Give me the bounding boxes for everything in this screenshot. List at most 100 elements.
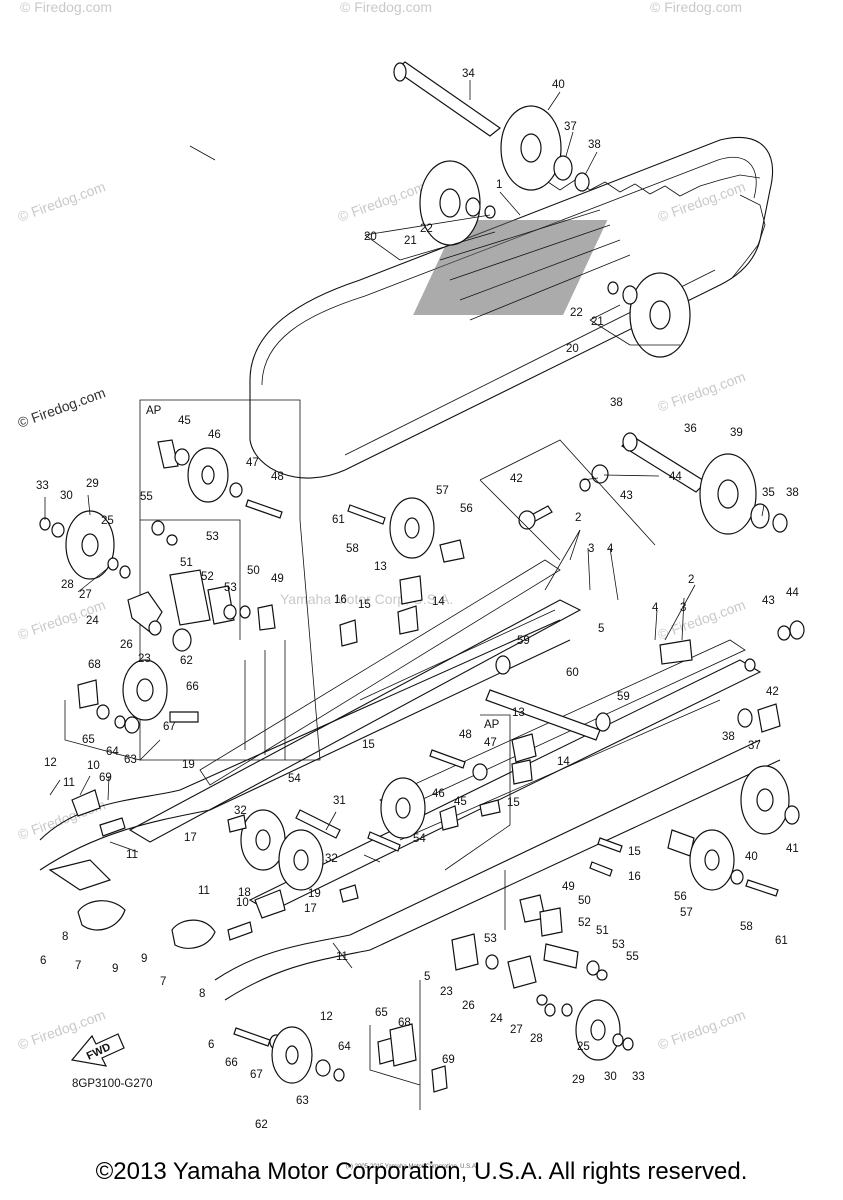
part-number-label: 46 (432, 788, 445, 800)
part-number-label: 17 (184, 832, 197, 844)
part-number-label: 64 (338, 1041, 351, 1053)
part-number-label: 10 (236, 897, 249, 909)
part-number-label: 51 (596, 925, 609, 937)
part-number-label: 52 (201, 571, 214, 583)
ap-label: AP (484, 719, 500, 731)
part-number-label: 24 (490, 1013, 503, 1025)
part-number-label: 15 (362, 739, 375, 751)
part-number-label: 57 (436, 485, 449, 497)
part-number-label: 5 (424, 971, 430, 983)
part-number-label: 22 (420, 223, 433, 235)
part-number-label: 41 (786, 843, 799, 855)
part-number-label: 22 (570, 307, 583, 319)
part-number-label: 13 (374, 561, 387, 573)
part-number-label: 38 (588, 139, 601, 151)
part-number-label: 65 (375, 1007, 388, 1019)
part-number-label: 28 (530, 1033, 543, 1045)
leader-lines (44, 80, 765, 969)
part-number-label: 67 (163, 721, 176, 733)
part-number-label: 44 (669, 471, 682, 483)
part-number-label: 38 (722, 731, 735, 743)
part-number-label: 11 (63, 777, 75, 789)
part-number-label: 66 (225, 1057, 238, 1069)
part-number-label: 4 (652, 602, 659, 614)
watermark: © Firedog.com (656, 368, 748, 415)
right-parts (419, 620, 805, 1110)
part-number-label: 30 (60, 490, 73, 502)
part-number-label: 19 (182, 759, 195, 771)
watermark: © Firedog.com (650, 0, 742, 15)
part-number-label: 36 (684, 423, 697, 435)
part-number-label: 9 (112, 963, 118, 975)
ap-label: AP (146, 405, 162, 417)
part-number-label: 48 (271, 471, 284, 483)
part-number-label: 45 (178, 415, 191, 427)
part-number-label: 7 (75, 960, 81, 972)
watermark: © Firedog.com (20, 0, 112, 15)
part-number-label: 62 (180, 655, 193, 667)
part-number-label: 15 (507, 797, 520, 809)
part-number-label: 37 (748, 740, 761, 752)
part-number-label: 55 (626, 951, 639, 963)
part-number-label: 27 (79, 589, 92, 601)
part-number-label: 43 (620, 490, 633, 502)
part-number-label: 62 (255, 1119, 268, 1131)
part-number-label: 13 (512, 707, 525, 719)
part-number-label: 42 (510, 473, 523, 485)
middle-parts (151, 439, 611, 852)
part-number-label: 33 (632, 1071, 645, 1083)
part-number-label: 53 (224, 582, 237, 594)
part-number-label: 57 (680, 907, 693, 919)
fwd-arrow-icon: FWD (70, 1033, 125, 1067)
part-number-label: 15 (358, 599, 371, 611)
part-number-label: 33 (36, 480, 49, 492)
watermark: © Firedog.com (656, 596, 748, 643)
watermark: © Firedog.com (340, 0, 432, 15)
part-number-label: 6 (40, 955, 46, 967)
part-number-label: 43 (762, 595, 775, 607)
part-number-label: 25 (101, 515, 114, 527)
part-number-label: 20 (364, 231, 377, 243)
part-number-label: 14 (432, 596, 445, 608)
diagram-code: 8GP3100-G270 (72, 1078, 153, 1090)
part-number-label: 59 (617, 691, 630, 703)
part-number-label: 12 (320, 1011, 333, 1023)
part-number-label: 29 (86, 478, 99, 490)
part-number-label: 61 (775, 935, 788, 947)
part-number-label: 9 (141, 953, 147, 965)
part-number-label: 51 (180, 557, 193, 569)
part-number-label: 31 (333, 795, 346, 807)
part-number-label: 56 (460, 503, 473, 515)
part-number-label: 8 (199, 988, 205, 1000)
part-number-label: 20 (566, 343, 579, 355)
part-number-label: 60 (566, 667, 579, 679)
part-number-label: 39 (730, 427, 743, 439)
part-number-label: 34 (462, 68, 475, 80)
part-number-label: 1 (496, 179, 502, 191)
part-number-label: 65 (82, 734, 95, 746)
part-number-label: 16 (628, 871, 641, 883)
part-number-label: 32 (325, 853, 338, 865)
part-number-label: 10 (87, 760, 100, 772)
part-number-label: 2 (688, 574, 694, 586)
watermark: © Firedog.com (656, 1006, 748, 1053)
part-number-label: 52 (578, 917, 591, 929)
left-parts (39, 510, 359, 949)
part-number-label: 47 (246, 457, 259, 469)
part-number-label: 50 (247, 565, 260, 577)
part-number-label: 35 (762, 487, 775, 499)
part-number-label: 30 (604, 1071, 617, 1083)
part-number-label: 49 (562, 881, 575, 893)
part-number-label: 6 (208, 1039, 214, 1051)
part-number-label: 15 (628, 846, 641, 858)
fine-print: (c) 2005-2015 Yamaha Motor Corporation, … (346, 1164, 478, 1170)
part-number-label: 46 (208, 429, 221, 441)
part-number-label: 37 (564, 121, 577, 133)
front-axle-assembly (364, 61, 691, 358)
part-number-label: 21 (591, 316, 604, 328)
part-number-label: 47 (484, 737, 497, 749)
part-number-label: 45 (454, 796, 467, 808)
part-number-label: 40 (745, 851, 758, 863)
part-number-label: 7 (160, 976, 166, 988)
